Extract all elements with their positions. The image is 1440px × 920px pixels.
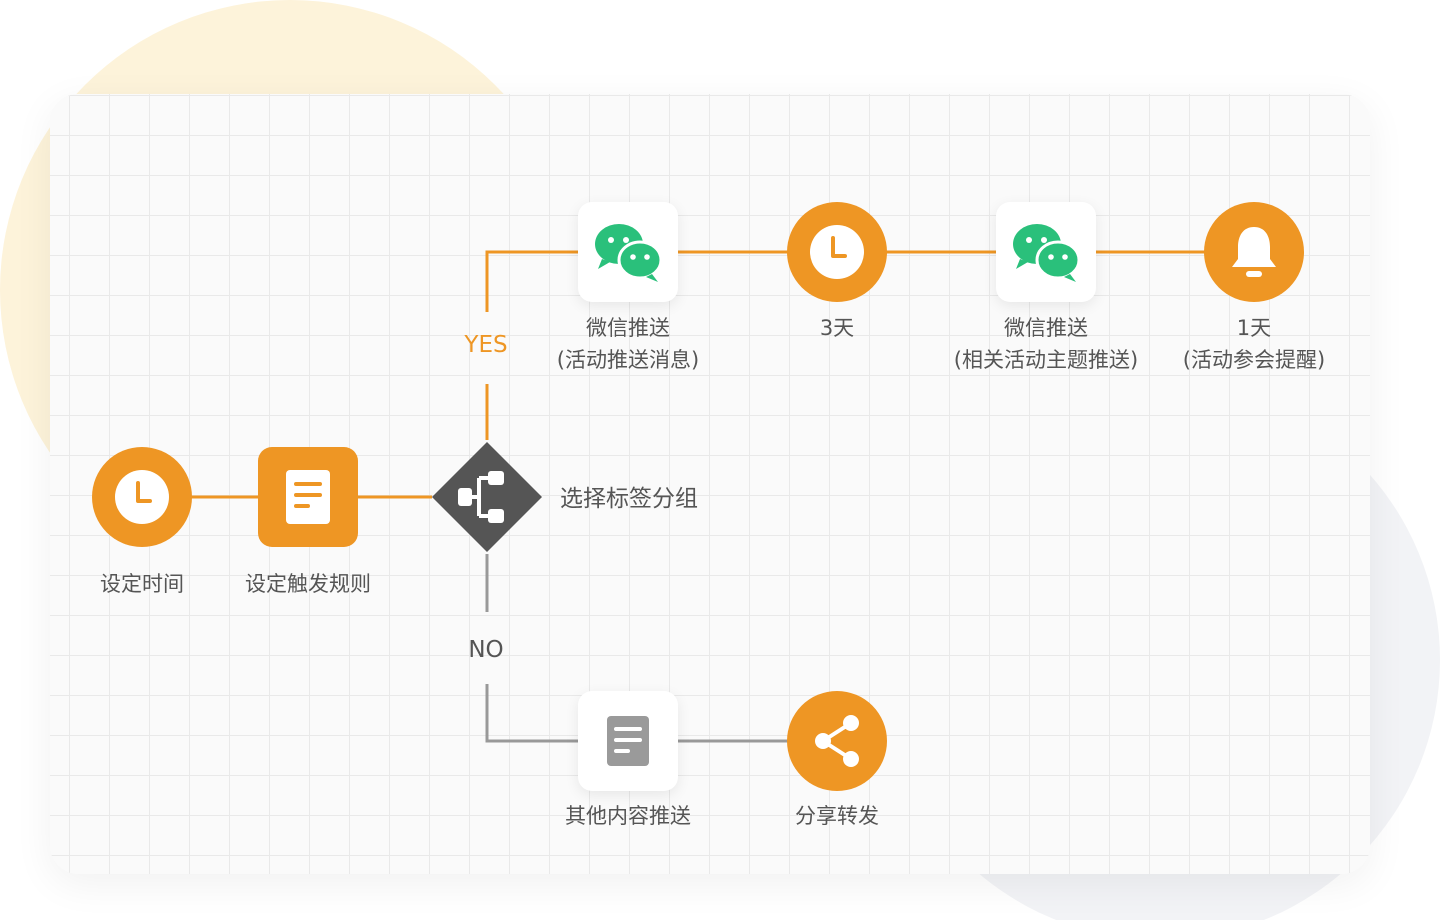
label-wechat-push-1: 微信推送 (活动推送消息) (557, 312, 699, 376)
label-other-push: 其他内容推送 (565, 804, 691, 828)
label-select-group: 选择标签分组 (560, 486, 698, 512)
node-wait-3-days[interactable] (787, 202, 887, 302)
label-reminder-line1: 1天 (1236, 316, 1272, 340)
document-icon (286, 470, 330, 524)
label-set-time: 设定时间 (100, 572, 184, 596)
label-wechat-push-1-line1: 微信推送 (585, 316, 670, 340)
label-wechat-push-2-line1: 微信推送 (1003, 316, 1088, 340)
label-wechat-push-1-line2: (活动推送消息) (556, 348, 700, 372)
branch-yes-label: YES (464, 332, 508, 358)
bell-icon (1232, 227, 1276, 277)
clock-icon (115, 470, 169, 524)
node-select-group[interactable] (432, 442, 542, 552)
connector-no-bottom (485, 684, 578, 743)
label-reminder-line2: (活动参会提醒) (1182, 348, 1326, 372)
label-share: 分享转发 (795, 804, 879, 828)
node-reminder[interactable] (1204, 202, 1304, 302)
label-set-rules: 设定触发规则 (245, 572, 371, 596)
label-wechat-push-2-line2: (相关活动主题推送) (953, 348, 1139, 372)
label-wait-3-days: 3天 (819, 316, 855, 340)
node-share[interactable] (787, 691, 887, 791)
wechat-icon (595, 224, 663, 282)
wechat-icon (1013, 224, 1081, 282)
node-set-time[interactable] (92, 447, 192, 547)
branch-no-label: NO (468, 637, 504, 663)
label-wechat-push-2: 微信推送 (相关活动主题推送) (954, 312, 1138, 376)
decision-diamond (432, 442, 542, 552)
node-other-push[interactable] (578, 691, 678, 791)
clock-icon (810, 225, 864, 279)
connector-yes-top (485, 250, 578, 312)
node-wechat-push-2[interactable] (996, 202, 1096, 302)
document-icon (607, 716, 649, 766)
share-icon (815, 715, 859, 767)
node-set-rules[interactable] (258, 447, 358, 547)
label-reminder: 1天 (活动参会提醒) (1183, 312, 1325, 376)
node-wechat-push-1[interactable] (578, 202, 678, 302)
branch-icon (458, 471, 504, 523)
